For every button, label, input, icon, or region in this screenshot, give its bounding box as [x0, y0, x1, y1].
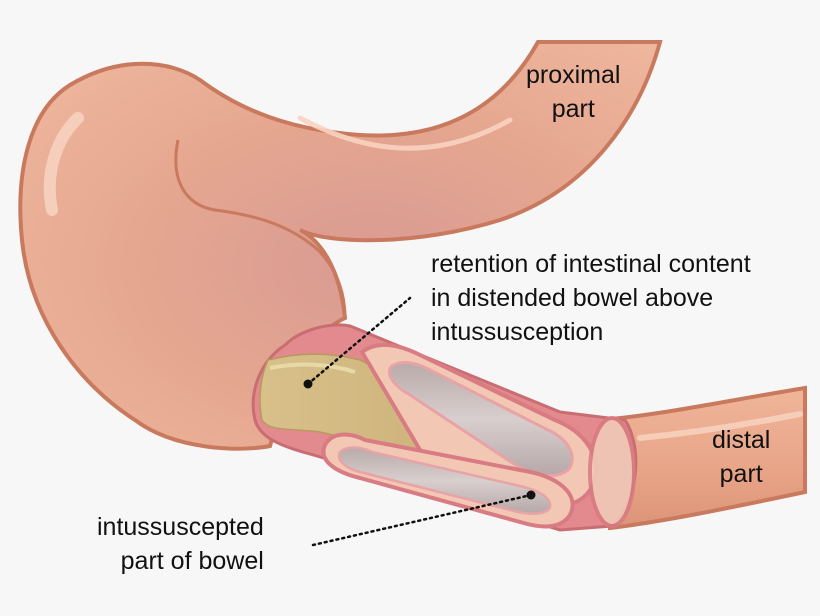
label-retention: retention of intestinal content in diste…	[431, 250, 751, 346]
proximal-bowel	[18, 40, 663, 451]
intussusception-lumen-upper	[387, 361, 574, 478]
label-intussuscepted-part: intussuscepted part of bowel	[97, 513, 264, 575]
intussuscepted-leader-dot	[526, 490, 536, 500]
retention-leader-dot	[303, 379, 313, 389]
label-distal-part: distal part	[712, 426, 771, 488]
distal-highlight	[637, 411, 803, 441]
intussusception-lumen-lower	[337, 446, 552, 515]
proximal-highlight	[297, 115, 513, 151]
intussuscepted-leader-line	[311, 493, 533, 547]
distal-cut-rim	[588, 416, 636, 528]
bulb-highlight	[43, 112, 84, 216]
bulb-fold	[174, 139, 347, 319]
content-surface	[269, 362, 356, 374]
label-proximal-part: proximal part	[526, 61, 621, 123]
retention-leader-line	[306, 296, 412, 386]
